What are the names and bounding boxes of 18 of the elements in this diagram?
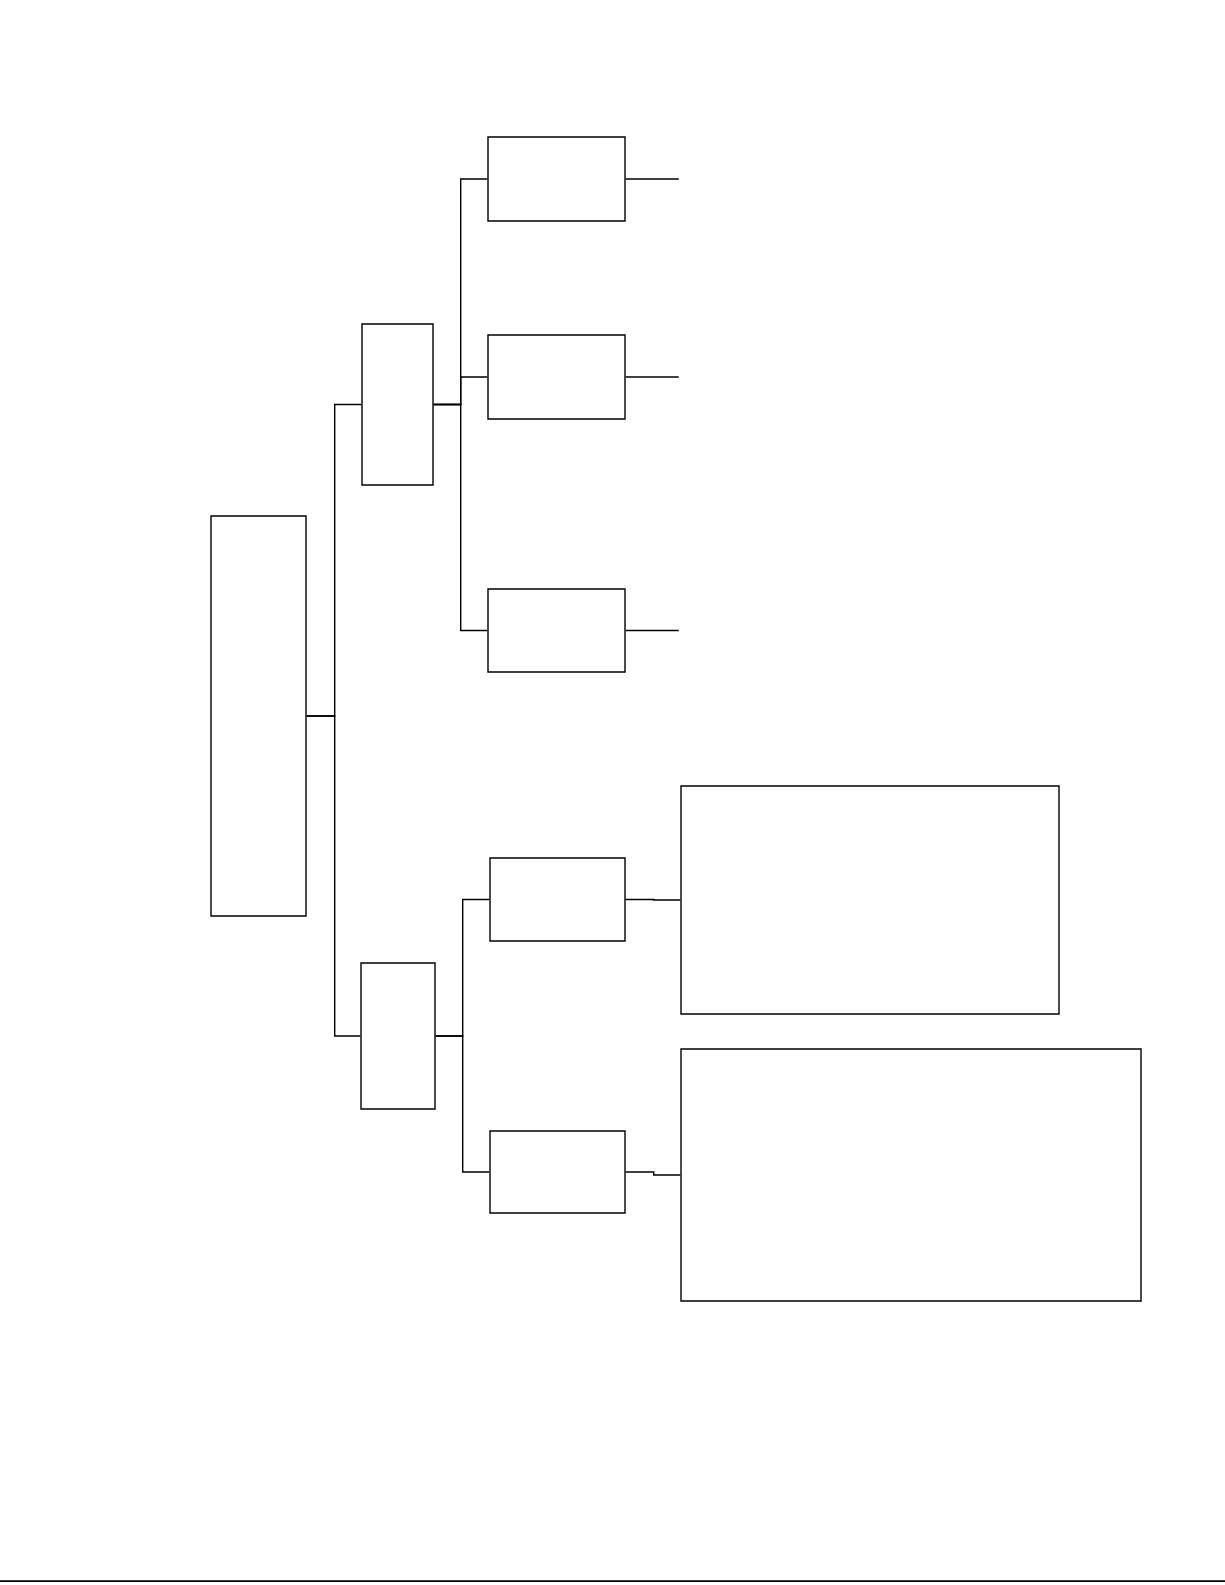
diagram-box (361, 323, 434, 486)
connector-line (625, 376, 680, 378)
diagram-box (489, 857, 626, 942)
diagram-box (680, 1048, 1142, 1302)
diagram-box (487, 136, 626, 222)
diagram-box (487, 334, 626, 420)
connector-line (435, 1035, 490, 1173)
diagram-box (487, 588, 626, 673)
diagram-box (489, 1130, 626, 1214)
connector-line (625, 629, 680, 632)
connector-line (306, 715, 361, 1037)
connector-line (625, 178, 680, 180)
diagram-box (210, 515, 307, 917)
connector-line (625, 898, 681, 901)
connector-line (625, 1171, 681, 1176)
diagram-box (360, 962, 436, 1110)
diagram-box (680, 785, 1060, 1015)
connector-line (433, 403, 488, 632)
